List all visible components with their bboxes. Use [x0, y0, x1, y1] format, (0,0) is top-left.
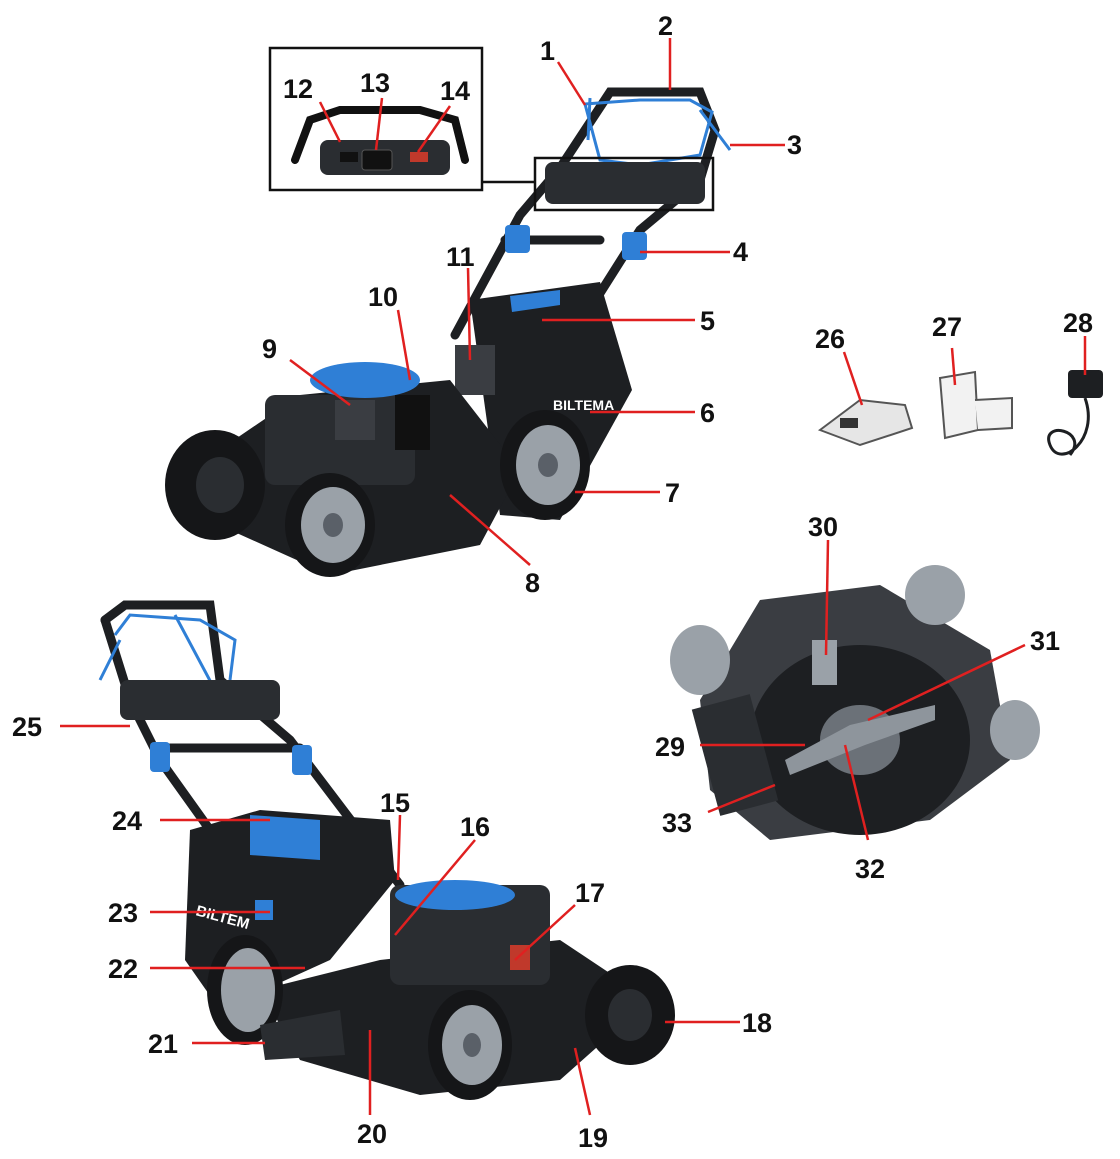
- wheel-front-left: [165, 430, 265, 540]
- handle-clamp-left: [505, 225, 530, 253]
- callout-16: 16: [460, 812, 490, 842]
- mower-front-view: BILTEMA: [165, 87, 732, 577]
- accessory-power-adapter: [1047, 370, 1103, 456]
- bag-handle: [510, 290, 560, 312]
- handle-detail-inset: [268, 46, 715, 212]
- mower-rear-view: BILTEM: [98, 600, 675, 1100]
- rear-flap-label: [455, 345, 495, 395]
- callout-25: 25: [12, 712, 42, 742]
- battery-compartment: [395, 395, 430, 450]
- wheel-front-bottom: [428, 990, 512, 1100]
- callout-13: 13: [360, 68, 390, 98]
- callout-11: 11: [446, 242, 475, 272]
- callout-21: 21: [148, 1029, 178, 1059]
- wheel-rear-top: [500, 410, 590, 520]
- handle-clamp-bottom-left: [150, 742, 170, 772]
- safety-bar-top: [583, 97, 732, 167]
- brand-logo-top: BILTEMA: [553, 397, 614, 413]
- inset-indicator-right: [410, 152, 428, 162]
- air-filter: [335, 400, 375, 440]
- callout-1: 1: [540, 36, 555, 66]
- engine-cover: [310, 362, 420, 398]
- callout-19: 19: [578, 1123, 608, 1153]
- control-console-bottom: [120, 680, 280, 720]
- callout-numbers: 1 2 3 4 5 6 7 8 9 10 11 12 13 14 15 16 1…: [12, 11, 1093, 1153]
- inset-source-box: [533, 156, 715, 212]
- callout-27: 27: [932, 312, 962, 342]
- side-discharge: [260, 1010, 345, 1060]
- callout-8: 8: [525, 568, 540, 598]
- inset-button-center: [361, 149, 393, 171]
- callout-6: 6: [700, 398, 715, 428]
- handle-clamp-right: [622, 232, 647, 260]
- callout-12: 12: [283, 74, 313, 104]
- mower-underside-view: [670, 565, 1040, 840]
- callout-32: 32: [855, 854, 885, 884]
- callout-23: 23: [108, 898, 138, 928]
- rear-discharge: [691, 694, 779, 816]
- underside-wheel-3: [990, 700, 1040, 760]
- accessory-battery-holder: [938, 370, 1013, 440]
- handle-clamp-bottom-right: [292, 745, 312, 775]
- callout-20: 20: [357, 1119, 387, 1149]
- underside-wheel-1: [670, 625, 730, 695]
- callout-24: 24: [112, 806, 142, 836]
- callout-18: 18: [742, 1008, 772, 1038]
- callout-31: 31: [1030, 626, 1060, 656]
- callout-7: 7: [665, 478, 680, 508]
- callout-5: 5: [700, 306, 715, 336]
- callout-10: 10: [368, 282, 398, 312]
- underside-wheel-2: [905, 565, 965, 625]
- callout-33: 33: [662, 808, 692, 838]
- callout-4: 4: [733, 237, 748, 267]
- callout-28: 28: [1063, 308, 1093, 338]
- callout-9: 9: [262, 334, 277, 364]
- callout-15: 15: [380, 788, 410, 818]
- callout-14: 14: [440, 76, 470, 106]
- height-lever-bottom: [255, 900, 273, 920]
- callout-22: 22: [108, 954, 138, 984]
- wheel-front-right: [285, 473, 375, 577]
- callout-26: 26: [815, 324, 845, 354]
- engine-cover-bottom: [395, 880, 515, 910]
- wheel-front-far-bottom: [585, 965, 675, 1065]
- callout-17: 17: [575, 878, 605, 908]
- callout-29: 29: [655, 732, 685, 762]
- control-console: [545, 162, 705, 204]
- inset-button-left: [340, 152, 358, 162]
- leader-lines: [60, 38, 1087, 1116]
- cutting-blade: [785, 705, 935, 775]
- bag-handle-bottom: [250, 815, 320, 860]
- callout-30: 30: [808, 512, 838, 542]
- callout-3: 3: [787, 130, 802, 160]
- safety-bar-bottom: [98, 613, 237, 691]
- callout-2: 2: [658, 11, 673, 41]
- blade-segment: [812, 640, 837, 685]
- accessory-charger-base: [817, 398, 914, 447]
